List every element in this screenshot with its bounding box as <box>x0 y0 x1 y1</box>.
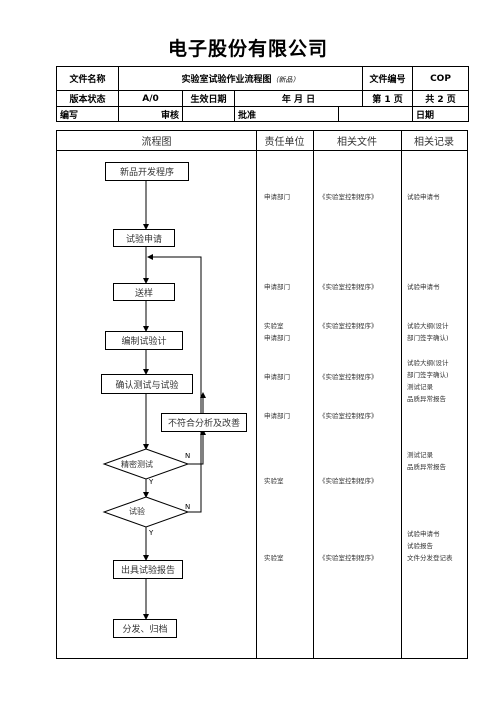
row-3-dept-line: 申请部门 <box>264 373 290 381</box>
row-7-record-line-3: 文件分发登记表 <box>407 554 453 562</box>
file-no-value: COP <box>412 66 470 91</box>
row-4-doc-line: 《实验室控制程序》 <box>319 412 378 420</box>
review-label: 审核 <box>160 110 179 121</box>
row-4-doc: 《实验室控制程序》 <box>319 410 378 422</box>
step-send: 送样 <box>113 283 175 301</box>
row-2-dept-line-2: 申请部门 <box>264 334 290 342</box>
row-0-record-line: 试验申请书 <box>407 193 440 201</box>
row-4-dept: 申请部门 <box>264 410 290 422</box>
test-no-label: N <box>185 503 191 511</box>
step-plan: 编制试验计 <box>105 331 183 350</box>
row-1-record-line: 试验申请书 <box>407 283 440 291</box>
decision-test-label: 试验 <box>129 507 145 516</box>
row-8-doc: 《实验室控制程序》 <box>319 552 378 564</box>
row-2-record-line-2: 部门签字确认) <box>407 334 449 342</box>
row-0-doc: 《实验室控制程序》 <box>319 191 378 203</box>
row-7-record-line-1: 试验申请书 <box>407 530 440 538</box>
row-6-doc-line: 《实验室控制程序》 <box>319 477 378 485</box>
col-divider-3 <box>401 131 402 658</box>
version-value: A/0 <box>118 90 183 107</box>
flow-connectors <box>102 179 206 620</box>
page-value: 第 1 页 <box>362 90 414 107</box>
review-value <box>182 106 235 122</box>
row-3-record-line-1: 试验大纲(设计 <box>407 359 449 367</box>
row-5-record: 测试记录 品质异常报告 <box>407 449 446 473</box>
step-apply: 试验申请 <box>113 229 175 247</box>
approve-value <box>337 106 414 122</box>
row-5-record-line-2: 品质异常报告 <box>407 463 446 471</box>
col-head-record: 相关记录 <box>414 137 454 148</box>
decision-precision-label: 精密测试 <box>121 460 153 469</box>
row-6-dept-line: 实验室 <box>264 477 284 485</box>
file-name-value: 实验室试验作业流程图 <box>181 75 272 85</box>
precision-yes-label: Y <box>149 478 154 486</box>
row-1-record: 试验申请书 <box>407 281 440 293</box>
row-7-record: 试验申请书 试验报告 文件分发登记表 <box>407 528 453 564</box>
row-0-dept-line: 申请部门 <box>264 193 290 201</box>
arrow-precision-no <box>188 429 206 465</box>
row-1-dept-line: 申请部门 <box>264 283 290 291</box>
row-3-doc: 《实验室控制程序》 <box>319 371 378 383</box>
step-confirm: 确认测试与试验 <box>101 374 193 394</box>
row-3-record-line-4: 品质异常报告 <box>407 395 446 403</box>
row-8-dept: 实验室 <box>264 552 284 564</box>
step-new-product: 新品开发程序 <box>105 162 189 181</box>
row-6-doc: 《实验室控制程序》 <box>319 475 378 487</box>
decision-precision <box>102 448 190 480</box>
review-label-cell: 审核 <box>118 106 183 122</box>
row-2-record-line-1: 试验大纲(设计 <box>407 322 449 330</box>
total-value: 共 2 页 <box>412 90 470 107</box>
doc-title: 电子股份有限公司 <box>167 38 328 60</box>
row-2-dept-line-1: 实验室 <box>264 322 284 330</box>
row-3-record: 试验大纲(设计 部门签字确认) 测试记录 品质异常报告 <box>407 357 449 405</box>
row-1-dept: 申请部门 <box>264 281 290 293</box>
col-divider-1 <box>256 131 257 658</box>
step-nonconform: 不符合分析及改善 <box>161 413 247 432</box>
row-2-dept: 实验室 申请部门 <box>264 320 290 344</box>
row-3-doc-line: 《实验室控制程序》 <box>319 373 378 381</box>
col-head-dept: 责任单位 <box>264 137 305 148</box>
row-2-doc: 《实验室控制程序》 <box>319 320 378 332</box>
file-no-label: 文件编号 <box>362 66 414 91</box>
row-3-record-line-2: 部门签字确认) <box>407 371 449 379</box>
header-divider <box>57 150 467 151</box>
version-label: 版本状态 <box>56 90 119 107</box>
row-7-record-line-2: 试验报告 <box>407 542 433 550</box>
row-2-record: 试验大纲(设计 部门签字确认) <box>407 320 449 344</box>
row-3-dept: 申请部门 <box>264 371 290 383</box>
approve-cell: 批准 <box>234 106 339 122</box>
row-1-doc-line: 《实验室控制程序》 <box>319 283 378 291</box>
col-head-doc: 相关文件 <box>337 137 377 148</box>
header-table: 文件名称 实验室试验作业流程图（新品） 文件编号 COP 版本状态 A/0 生效… <box>56 66 470 122</box>
arrow-test-no-loop <box>147 254 202 513</box>
precision-no-label: N <box>185 452 191 460</box>
step-archive: 分发、归档 <box>113 619 177 638</box>
effective-label: 生效日期 <box>182 90 235 107</box>
step-report: 出具试验报告 <box>113 560 183 579</box>
file-name-label: 文件名称 <box>56 66 119 91</box>
row-5-record-line-1: 测试记录 <box>407 451 433 459</box>
col-head-flow: 流程图 <box>141 137 172 148</box>
row-8-doc-line: 《实验室控制程序》 <box>319 554 378 562</box>
file-name-cell: 实验室试验作业流程图（新品） <box>117 66 364 91</box>
decision-test <box>102 496 190 528</box>
row-0-record: 试验申请书 <box>407 191 440 203</box>
row-1-doc: 《实验室控制程序》 <box>319 281 378 293</box>
row-0-dept: 申请部门 <box>264 191 290 203</box>
flow-table: 流程图 责任单位 相关文件 相关记录 新品开发程序 试验申请 送样 编制试验计 <box>56 130 468 659</box>
approve-label: 批准 <box>238 110 257 121</box>
row-0-doc-line: 《实验室控制程序》 <box>319 193 378 201</box>
row-4-dept-line: 申请部门 <box>264 412 290 420</box>
date-cell: 日期 <box>412 106 470 122</box>
file-name-note: （新品） <box>271 76 300 84</box>
row-6-dept: 实验室 <box>264 475 284 487</box>
test-yes-label: Y <box>149 529 154 537</box>
effective-value: 年 月 日 <box>233 90 364 107</box>
author-label: 编写 <box>56 106 119 122</box>
date-label: 日期 <box>416 110 435 121</box>
row-8-dept-line: 实验室 <box>264 554 284 562</box>
row-2-doc-line: 《实验室控制程序》 <box>319 322 378 330</box>
col-divider-2 <box>313 131 314 658</box>
row-3-record-line-3: 测试记录 <box>407 383 433 391</box>
